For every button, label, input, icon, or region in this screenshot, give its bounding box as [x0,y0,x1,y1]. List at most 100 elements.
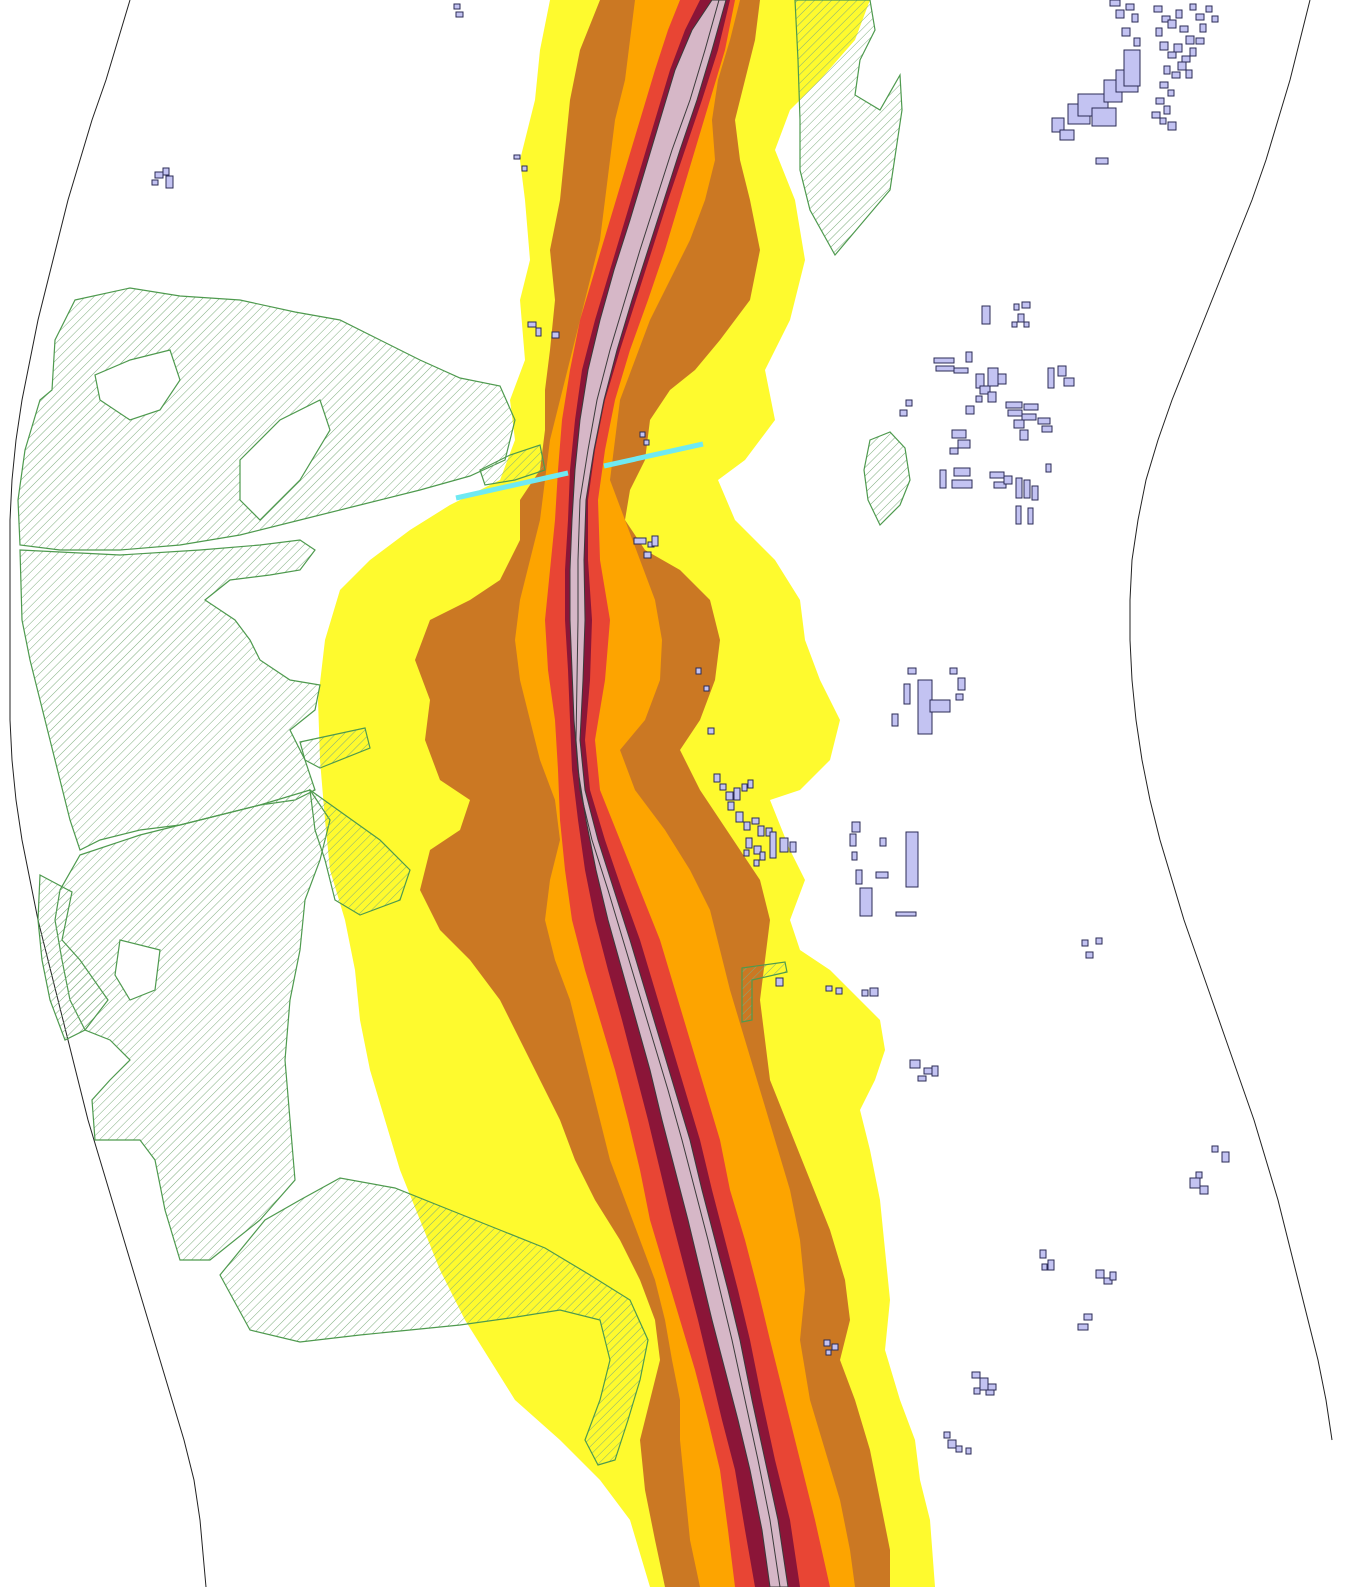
building [753,859,760,867]
building [987,367,999,387]
forest-area [863,431,911,527]
building [939,469,947,489]
building [1085,951,1094,959]
building [1015,477,1023,499]
building [707,727,715,735]
building [733,787,741,801]
building [1155,97,1165,105]
building [1211,1145,1219,1153]
building [643,439,650,446]
building [943,1431,951,1439]
building [1109,1271,1117,1281]
building [1039,1249,1047,1259]
noise-barriers [455,441,704,501]
building [639,431,646,438]
building [965,405,975,415]
building [455,11,464,18]
building [891,713,899,727]
boundary-right [1129,0,1333,1441]
building [1195,13,1205,21]
building [1125,3,1135,11]
building [789,841,797,853]
building [745,837,753,849]
forest-area [17,287,516,551]
building [1047,367,1055,389]
building [633,537,647,545]
building [907,667,917,675]
building [903,683,911,705]
building [695,667,702,675]
building [1031,485,1039,501]
building [875,871,889,879]
building [1017,313,1025,323]
building [1159,117,1167,125]
building [1159,81,1169,89]
building [905,399,913,407]
building [1205,5,1213,13]
building [719,783,727,791]
building [823,1339,831,1347]
building [957,439,971,449]
noise-barrier-left [455,470,569,501]
building [1179,25,1189,33]
building [923,1067,933,1075]
building [151,179,159,186]
building [1131,13,1139,23]
building [1177,61,1187,71]
building [1133,37,1141,47]
building [1095,937,1103,945]
building [1051,117,1065,133]
building [1095,157,1109,165]
building [1081,939,1089,947]
building [987,1383,997,1391]
building [879,837,887,847]
building [979,385,991,395]
building [1195,37,1205,45]
building [154,171,164,179]
building [703,685,710,692]
building [1041,1263,1048,1271]
building [775,977,784,987]
building [957,677,966,691]
building [1181,55,1191,63]
building [849,833,857,847]
forest-area [19,539,321,851]
building [955,1445,963,1453]
building [551,331,560,339]
building [747,779,754,789]
building [981,305,991,325]
building [909,1059,921,1069]
building [975,395,983,403]
building [933,357,955,364]
building [949,667,958,675]
building [905,831,919,888]
building [1167,121,1177,131]
building [931,1065,939,1077]
building [951,429,967,439]
building [979,1377,989,1391]
road-corridor [569,0,789,1587]
building [1023,321,1030,328]
building [971,1371,981,1379]
building [997,373,1007,385]
building [1057,365,1067,377]
building [1163,65,1171,75]
building [965,1447,972,1455]
building [769,831,777,859]
building [535,327,542,337]
building [513,154,521,160]
building [929,699,951,713]
building [741,783,748,792]
building [973,1387,981,1395]
building [831,1343,839,1351]
building [1199,23,1207,33]
building [1027,507,1034,525]
building [1063,377,1075,387]
building [751,817,760,825]
building [861,989,869,997]
building [1011,321,1018,328]
building [759,851,766,861]
building [527,321,537,328]
building [1037,417,1051,425]
building [859,887,873,917]
